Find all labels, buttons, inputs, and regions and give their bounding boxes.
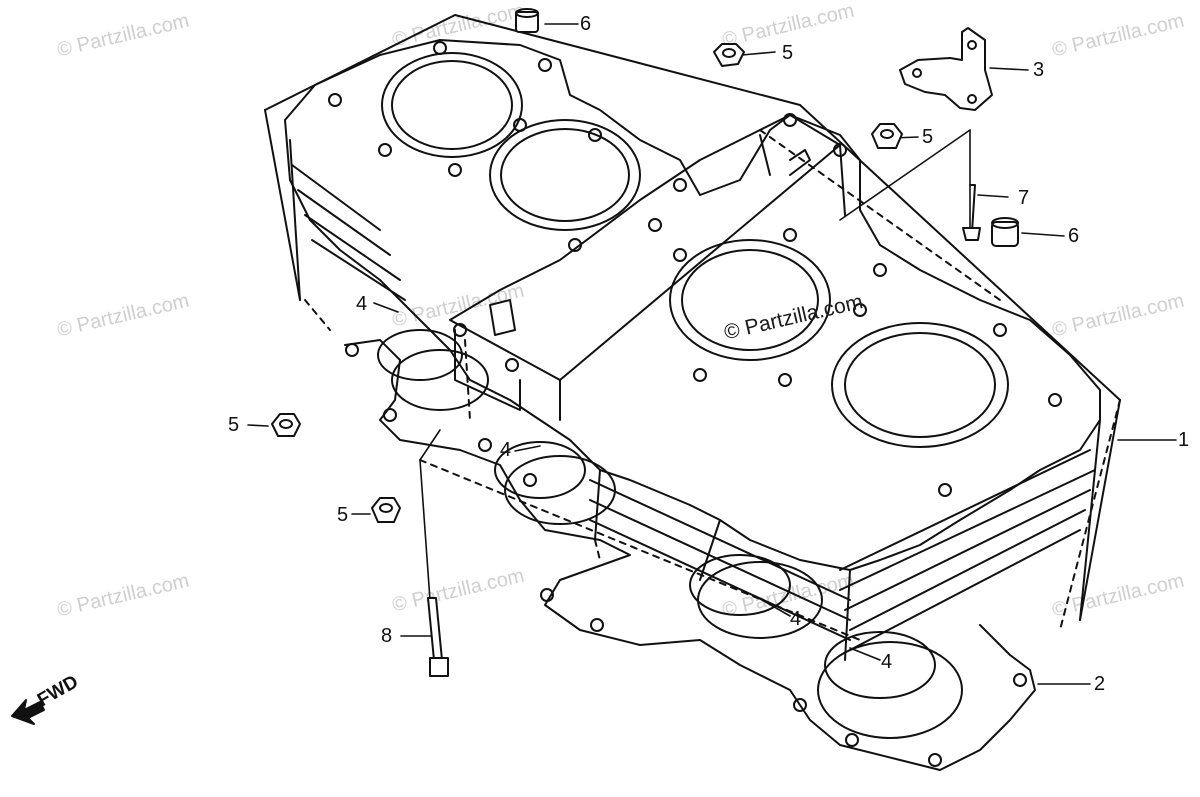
callout-6[interactable]: 6 <box>580 13 592 35</box>
callout-3[interactable]: 3 <box>1033 59 1045 81</box>
nut-part-a <box>713 43 745 67</box>
cylinder-block <box>284 39 1101 661</box>
callout-6[interactable]: 6 <box>1068 225 1080 247</box>
callout-5[interactable]: 5 <box>922 126 934 148</box>
callout-4[interactable]: 4 <box>500 439 512 461</box>
bolt-part-8 <box>427 597 449 677</box>
base-gasket <box>344 339 1036 771</box>
callout-4[interactable]: 4 <box>790 608 802 630</box>
callout-5[interactable]: 5 <box>337 504 349 526</box>
nut-part-c <box>271 413 301 437</box>
callout-5[interactable]: 5 <box>228 414 240 436</box>
forward-arrow-icon <box>11 699 45 725</box>
callout-5[interactable]: 5 <box>782 42 794 64</box>
bracket-part <box>899 27 993 111</box>
o-rings <box>377 329 936 699</box>
callout-4[interactable]: 4 <box>881 651 893 673</box>
collar-part-top <box>515 8 539 33</box>
callout-4[interactable]: 4 <box>356 293 368 315</box>
bolt-part-7 <box>962 184 981 241</box>
cylinder-block-outline <box>264 14 1121 621</box>
collar-part-right <box>991 217 1019 247</box>
callout-2[interactable]: 2 <box>1094 673 1106 695</box>
callout-8[interactable]: 8 <box>381 625 393 647</box>
alignment-lines <box>304 129 1121 641</box>
nut-part-b <box>871 123 903 149</box>
nut-part-d <box>371 497 401 523</box>
callout-1[interactable]: 1 <box>1178 429 1190 451</box>
callout-7[interactable]: 7 <box>1018 187 1030 209</box>
